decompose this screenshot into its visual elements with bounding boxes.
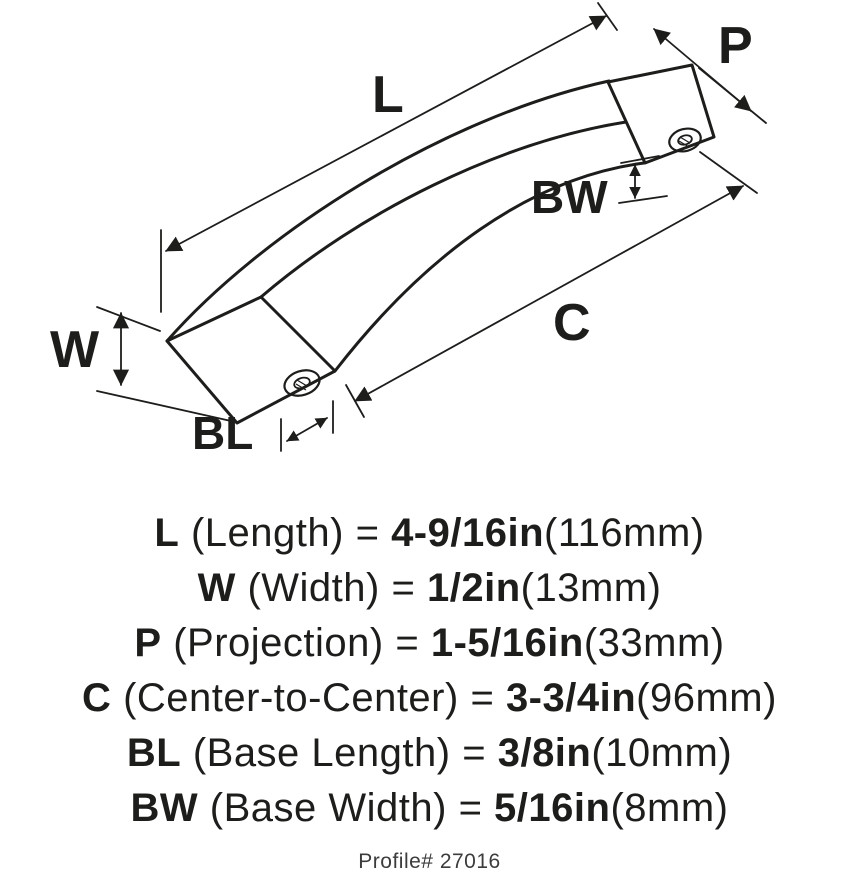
label-width: W xyxy=(50,321,100,379)
spec-equals: = xyxy=(391,566,416,610)
spec-metric: (8mm) xyxy=(610,786,729,830)
spec-abbr: L xyxy=(154,511,180,555)
spec-value: 3/8in xyxy=(497,731,592,775)
spec-label: (Width) xyxy=(247,566,380,610)
spec-metric: (10mm) xyxy=(591,731,733,775)
dim-center-to-center xyxy=(345,151,758,418)
label-length: L xyxy=(372,66,404,124)
spec-abbr: P xyxy=(134,621,162,665)
label-projection: P xyxy=(718,17,753,75)
spec-row-length: L (Length) = 4-9/16in(116mm) xyxy=(0,506,859,561)
right-screw-hole xyxy=(668,127,702,153)
spec-equals: = xyxy=(462,731,487,775)
spec-value: 3-3/4in xyxy=(505,676,637,720)
dim-length xyxy=(160,2,618,313)
spec-label: (Base Length) xyxy=(192,731,451,775)
spec-value: 1-5/16in xyxy=(430,621,584,665)
dim-base-length xyxy=(280,400,334,452)
dim-width xyxy=(96,306,232,422)
label-base-width: BW xyxy=(531,171,608,223)
spec-row-base-length: BL (Base Length) = 3/8in(10mm) xyxy=(0,726,859,781)
handle-outline xyxy=(165,63,716,425)
spec-row-base-width: BW (Base Width) = 5/16in(8mm) xyxy=(0,781,859,836)
spec-value: 5/16in xyxy=(494,786,611,830)
spec-metric: (33mm) xyxy=(583,621,725,665)
spec-equals: = xyxy=(470,676,495,720)
left-screw-hole xyxy=(283,369,321,397)
spec-abbr: BL xyxy=(126,731,182,775)
spec-row-width: W (Width) = 1/2in(13mm) xyxy=(0,561,859,616)
spec-label: (Projection) xyxy=(173,621,384,665)
spec-metric: (96mm) xyxy=(636,676,777,720)
spec-label: (Base Width) xyxy=(209,786,447,830)
spec-metric: (116mm) xyxy=(544,511,705,555)
spec-row-projection: P (Projection) = 1-5/16in(33mm) xyxy=(0,616,859,671)
spec-equals: = xyxy=(355,511,380,555)
spec-abbr: W xyxy=(197,566,236,610)
spec-label: (Length) xyxy=(190,511,344,555)
spec-equals: = xyxy=(395,621,420,665)
profile-number: Profile# 27016 xyxy=(358,850,501,873)
spec-label: (Center-to-Center) xyxy=(123,676,459,720)
right-base xyxy=(606,63,716,165)
spec-metric: (13mm) xyxy=(520,566,662,610)
spec-row-center-to-center: C (Center-to-Center) = 3-3/4in(96mm) xyxy=(0,671,859,726)
dim-projection xyxy=(653,28,767,124)
spec-equals: = xyxy=(458,786,483,830)
spec-value: 4-9/16in xyxy=(391,511,545,555)
handle-diagram: L P BW C W BL xyxy=(50,2,767,459)
label-center-to-center: C xyxy=(553,294,591,352)
label-base-length: BL xyxy=(192,407,253,459)
spec-abbr: BW xyxy=(130,786,199,830)
spec-list: L (Length) = 4-9/16in(116mm) W (Width) =… xyxy=(0,506,859,836)
spec-abbr: C xyxy=(82,676,112,720)
spec-value: 1/2in xyxy=(426,566,521,610)
